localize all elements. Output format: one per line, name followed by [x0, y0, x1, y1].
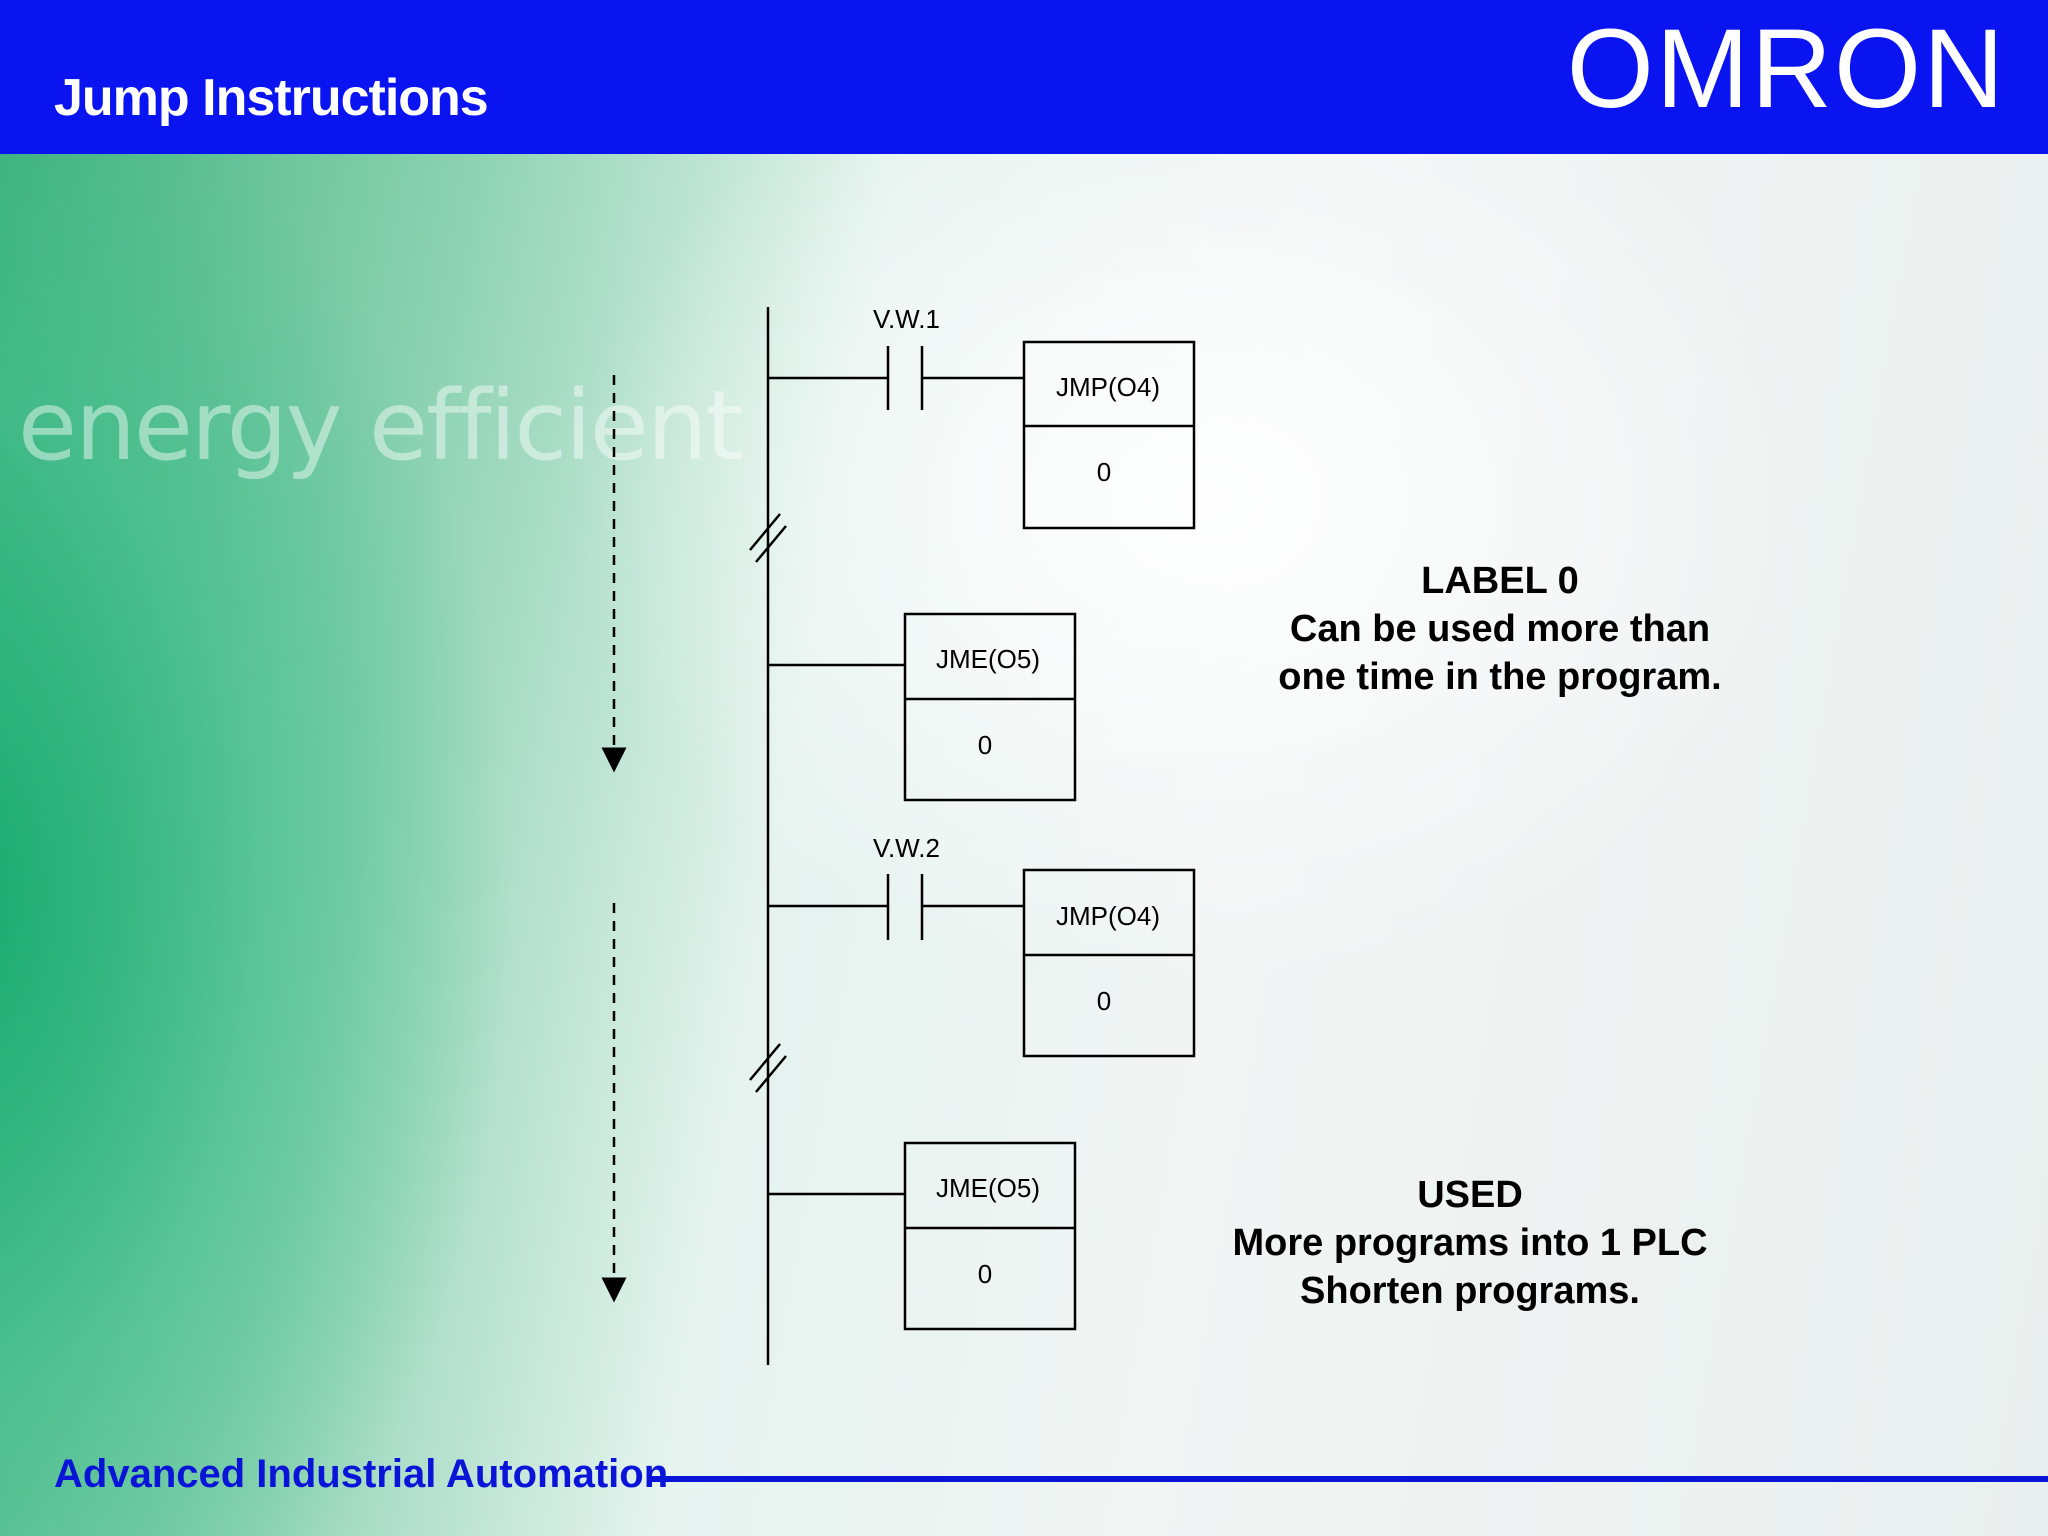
rung-4: JME(O5) 0 [768, 1141, 1077, 1331]
footer-text: Advanced Industrial Automation [54, 1452, 669, 1496]
used-note-line: Shorten programs. [1300, 1270, 1640, 1312]
instruction-name: JMP(O4) [1056, 372, 1160, 402]
jme-instruction-box [903, 1141, 1077, 1331]
rung-2: JME(O5) 0 [768, 612, 1077, 802]
instruction-operand: 0 [1097, 986, 1111, 1016]
used-note: USED More programs into 1 PLC Shorten pr… [1200, 1171, 1740, 1315]
used-note-line: More programs into 1 PLC [1232, 1222, 1708, 1264]
label-note: LABEL 0 Can be used more than one time i… [1230, 557, 1770, 701]
instruction-operand: 0 [978, 730, 992, 760]
slide-title: Jump Instructions [54, 69, 489, 127]
label-note-line: one time in the program. [1278, 656, 1722, 698]
background-watermark: energy efficient [18, 370, 743, 482]
instruction-operand: 0 [978, 1259, 992, 1289]
rung-3: V.W.2 JMP(O4) 0 [768, 833, 1196, 1058]
rung-1: V.W.1 JMP(O4) 0 [768, 304, 1196, 530]
header-bar: Jump Instructions OMRON [0, 0, 2048, 154]
rail-break-mark [749, 1043, 787, 1093]
jmp-instruction-box [1022, 868, 1196, 1058]
instruction-name: JME(O5) [936, 1173, 1040, 1203]
jme-instruction-box [903, 612, 1077, 802]
footer-divider [650, 1476, 2048, 1482]
omron-logo: OMRON [1566, 6, 2006, 131]
used-note-line: USED [1417, 1174, 1523, 1216]
instruction-name: JMP(O4) [1056, 901, 1160, 931]
instruction-name: JME(O5) [936, 644, 1040, 674]
contact-label: V.W.2 [873, 833, 940, 863]
instruction-operand: 0 [1097, 457, 1111, 487]
rail-break-mark [749, 513, 787, 563]
contact-label: V.W.1 [873, 304, 940, 334]
jmp-instruction-box [1022, 340, 1196, 530]
label-note-line: LABEL 0 [1421, 560, 1579, 602]
label-note-line: Can be used more than [1289, 608, 1711, 650]
